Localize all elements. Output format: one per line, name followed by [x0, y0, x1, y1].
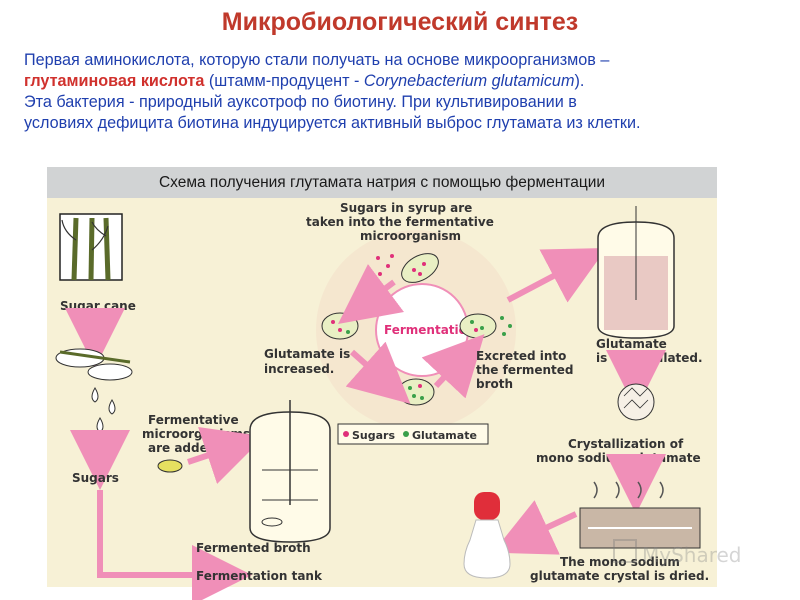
intro-line-4: условиях дефицита биотина индуцируется а… — [24, 114, 641, 132]
accumulation-tank-icon — [597, 206, 675, 339]
page-title: Микробиологический синтез — [221, 8, 579, 36]
fermented-broth-label: Fermented broth — [196, 541, 311, 555]
fermentation-label: Fermentation — [384, 323, 475, 337]
glutamate-increased-2: increased. — [264, 362, 334, 376]
legend-box — [337, 423, 489, 445]
arrow-sugars-to-tank — [97, 490, 252, 600]
glutamic-acid-term: глутаминовая кислота — [24, 72, 205, 90]
crushed-cane-icon — [55, 348, 133, 381]
sugar-cane-label: Sugar cane — [60, 299, 136, 313]
intro-line-1: Первая аминокислота, которую стали получ… — [24, 51, 610, 69]
excreted-label-1: Excreted into — [476, 349, 566, 363]
legend-sugars: Sugars — [352, 429, 395, 442]
intro-line-2: глутаминовая кислота (штамм-продуцент - … — [24, 71, 794, 92]
microorganism-icon — [157, 459, 183, 473]
syrup-label-2: taken into the fermentative — [306, 215, 494, 229]
intro-line-3: Эта бактерия - природный ауксотроф по би… — [24, 93, 577, 111]
intro-text: Первая аминокислота, которую стали получ… — [24, 50, 794, 134]
sugar-drops-icon — [91, 387, 116, 433]
intro-line-2-end: ). — [574, 72, 585, 90]
drying-icon — [579, 481, 701, 549]
fermentative-label-1: Fermentative — [148, 413, 239, 427]
crystal-icon — [617, 383, 655, 421]
watermark: MyShared — [613, 539, 742, 567]
strain-name: Corynebacterium glutamicum — [363, 72, 575, 90]
fermentation-tank-label: Fermentation tank — [196, 569, 323, 583]
product-bottle-icon — [463, 492, 511, 579]
glutamate-increased-1: Glutamate is — [264, 347, 350, 361]
arrow-cycle-2 — [345, 341, 411, 404]
accumulated-label-1: Glutamate — [596, 337, 667, 351]
syrup-label-3: microorganism — [360, 229, 461, 243]
sugars-label: Sugars — [72, 471, 119, 485]
cell-bottom — [397, 378, 435, 406]
dried-label-1: The mono sodium — [560, 555, 680, 569]
arrow-dried-to-product — [492, 500, 578, 555]
legend-glutamate: Glutamate — [412, 429, 477, 442]
arrow-cycle-3 — [421, 334, 485, 399]
excreted-label-3: broth — [476, 377, 513, 391]
dried-label-2: glutamate crystal is dried. — [530, 569, 709, 583]
arrow-cycle-to-accum — [506, 247, 607, 303]
fermentation-tank-icon — [249, 400, 331, 543]
legend-sugar-dot — [343, 431, 349, 437]
cell-right — [459, 313, 497, 339]
syrup-label-1: Sugars in syrup are — [340, 201, 472, 215]
arrow-cycle-1 — [338, 264, 404, 324]
excreted-label-2: the fermented — [476, 363, 574, 377]
sugar-cane-icon — [59, 213, 123, 281]
intro-line-2-rest: (штамм-продуцент - — [204, 72, 364, 90]
glutamate-dots-outgoing — [500, 316, 512, 336]
arrow-microbe-to-tank — [187, 427, 265, 484]
diagram-caption: Схема получения глутамата натрия с помощ… — [47, 167, 717, 198]
fermentative-label-2: microorganisms — [142, 427, 250, 441]
crystallization-label-1: Crystallization of — [568, 437, 684, 451]
crystallization-label-2: mono sodium glutamate — [536, 451, 701, 465]
watermark-text: MyShared — [642, 543, 742, 567]
arrow-tank-to-cycle — [334, 410, 336, 440]
legend-glutamate-dot — [403, 431, 409, 437]
cell-left — [321, 312, 359, 340]
accumulated-label-2: is accumulated. — [596, 351, 703, 365]
